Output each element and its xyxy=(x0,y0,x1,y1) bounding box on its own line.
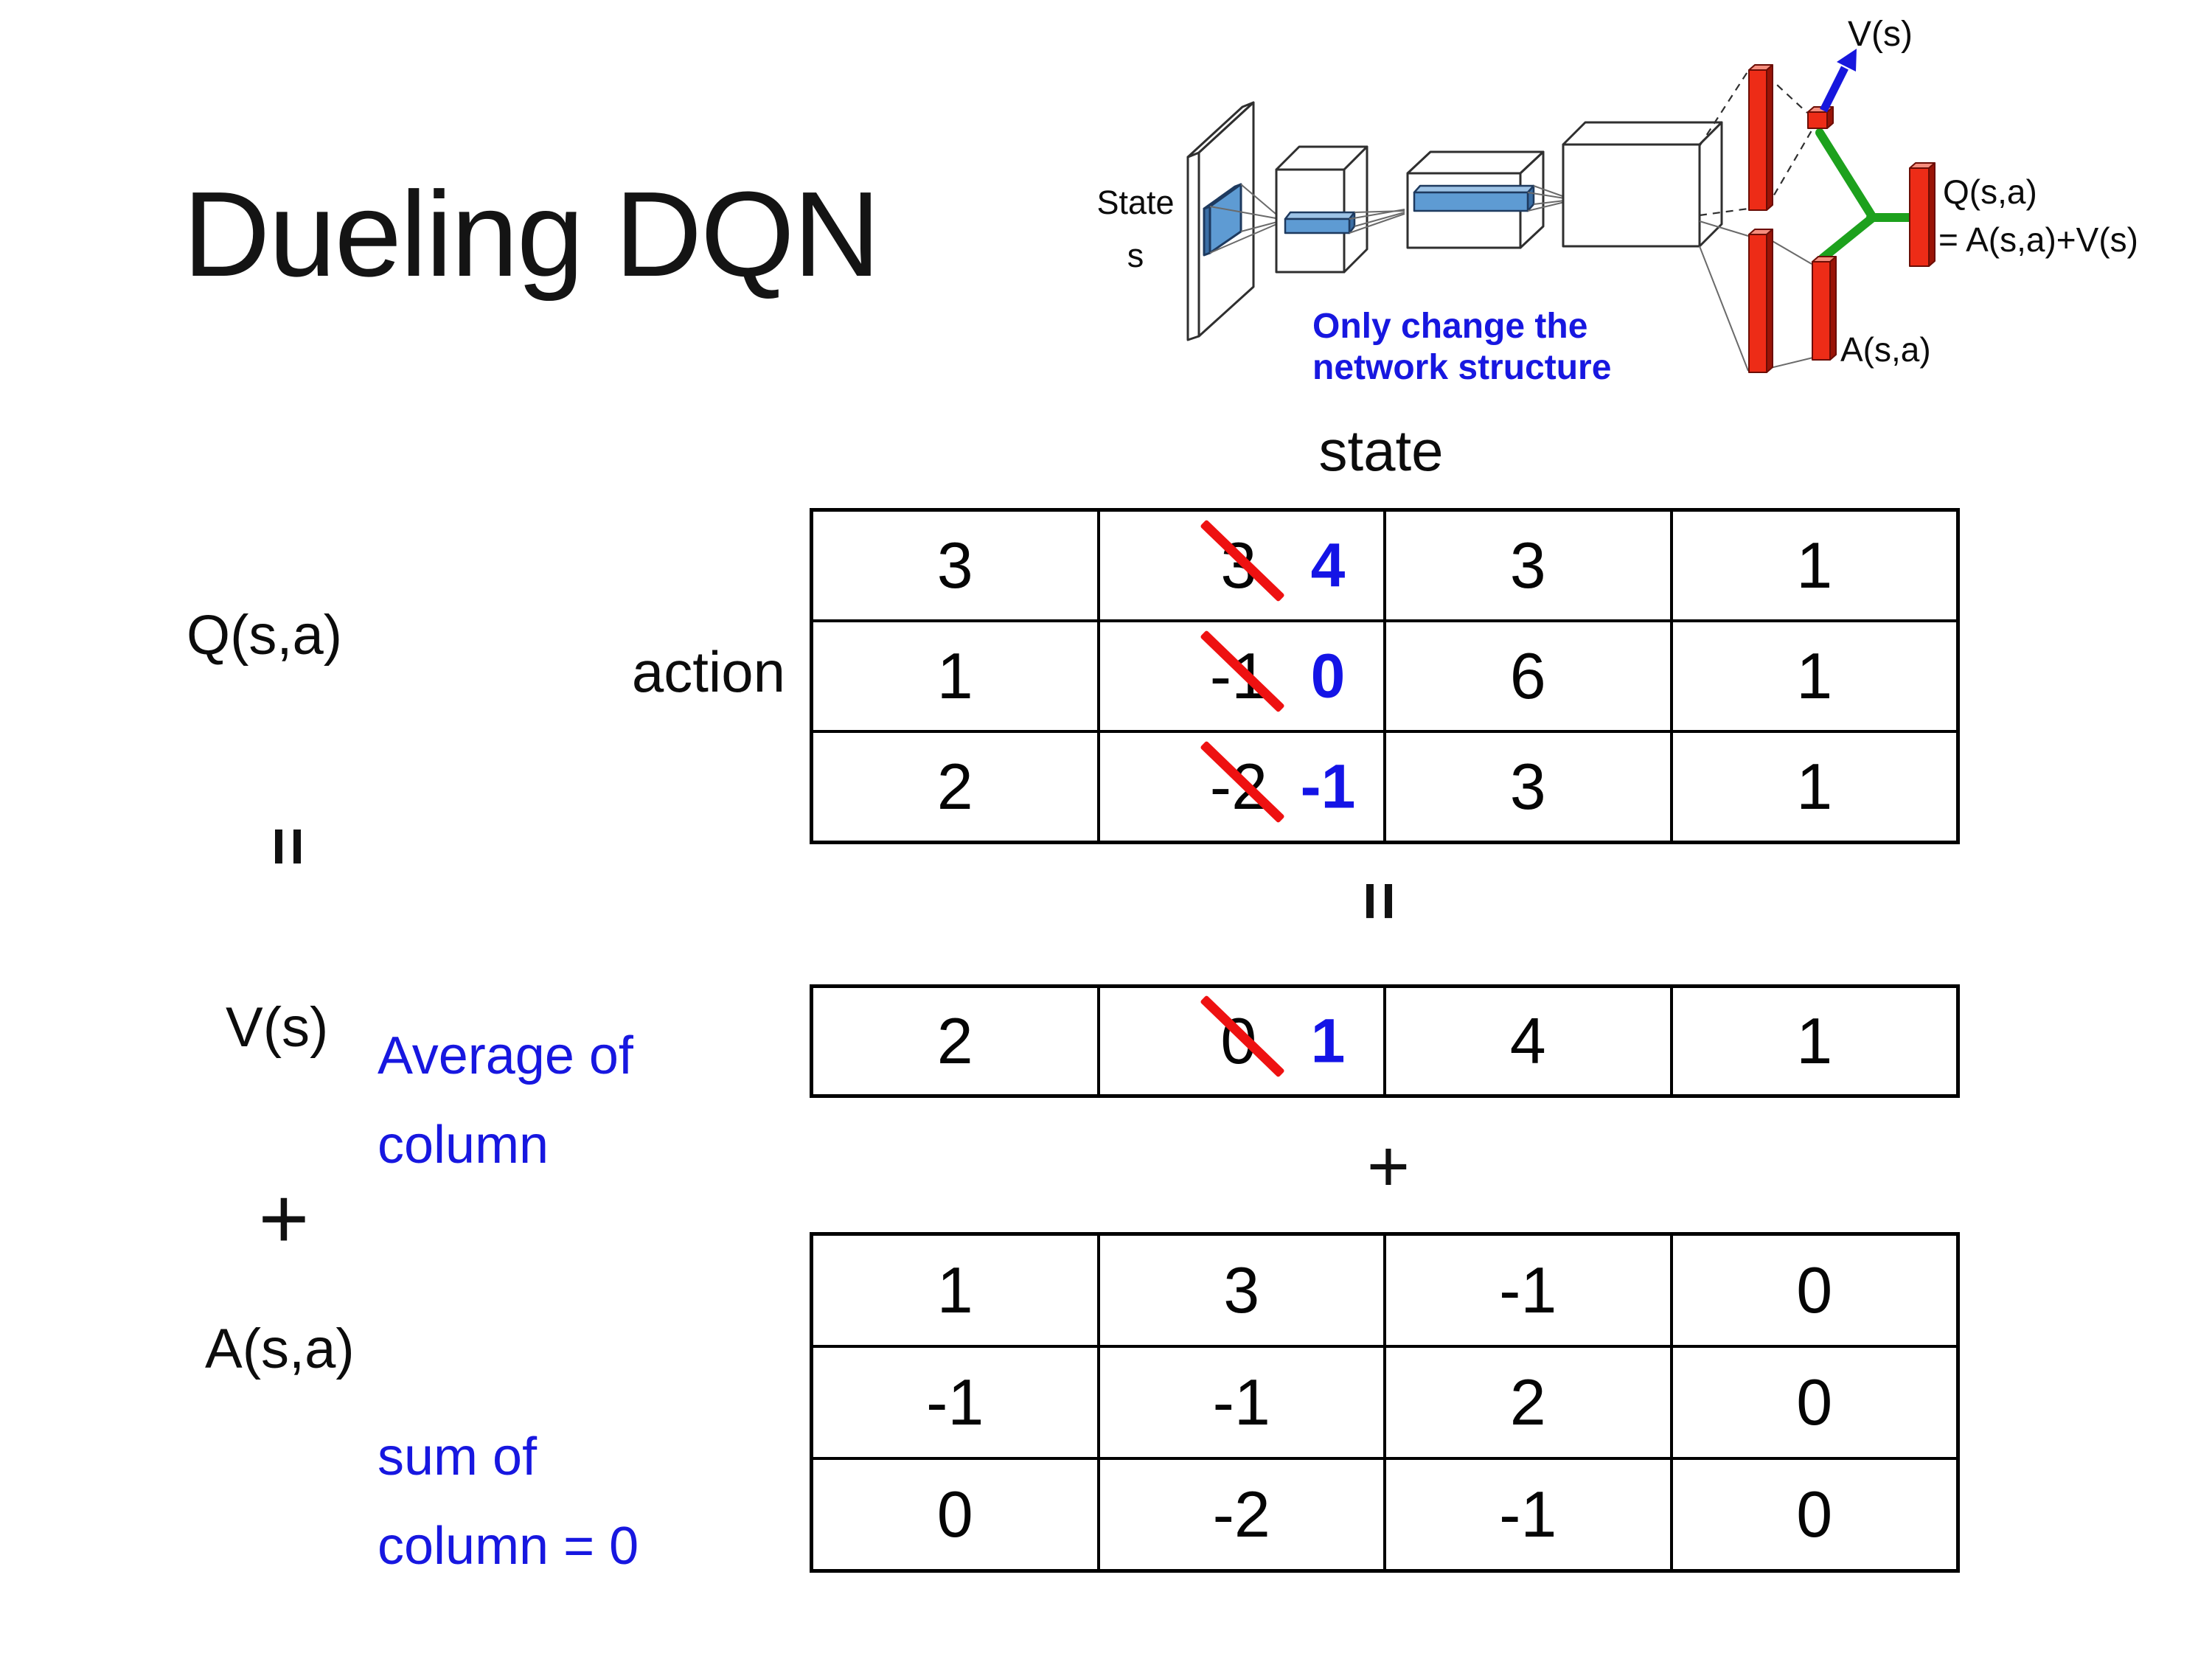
cell-value: 2 xyxy=(936,750,973,823)
cell-value: 6 xyxy=(1509,639,1546,712)
replacement-value: 1 xyxy=(1310,1006,1346,1076)
cell-value: 3 xyxy=(1509,529,1546,602)
table-cell: 1 xyxy=(1672,622,1956,730)
cell-value: 1 xyxy=(1796,750,1833,823)
v-hidden-bar xyxy=(1748,64,1773,211)
replacement-value: 4 xyxy=(1310,530,1346,600)
cell-value: 3 xyxy=(1223,1253,1260,1326)
cell-value: 1 xyxy=(1796,1004,1833,1077)
diagram-q-output-formula: = A(s,a)+V(s) xyxy=(1938,220,2138,259)
feature-bar-2 xyxy=(1413,184,1535,212)
table-cell: -1 xyxy=(1386,1460,1670,1569)
a-vector-bar xyxy=(1812,256,1837,361)
table-cell: 1 xyxy=(1672,512,1956,619)
table-cell: 0 xyxy=(1672,1460,1956,1569)
a-value-table: 1 3 -1 0 -1 -1 2 0 0 -2 -1 0 xyxy=(810,1232,1960,1573)
network-diagram: State s V(s) Q(s,a) = A(s,a)+V(s) A(s,a)… xyxy=(1096,15,2138,387)
table-cell: 1 xyxy=(813,622,1097,730)
table-cell: 1 xyxy=(1672,988,1956,1094)
conv-filter-patch xyxy=(1203,183,1242,257)
cell-value: -1 xyxy=(1499,1253,1557,1326)
fc-box xyxy=(1562,121,1723,248)
table-cell: 0 xyxy=(1672,1236,1956,1345)
table-cell: 2 xyxy=(813,988,1097,1094)
conv-cone-lines-1 xyxy=(1209,184,1281,254)
table-cell: 0 xyxy=(813,1460,1097,1569)
cell-value: 2 xyxy=(936,1004,973,1077)
conv-cone-lines-2 xyxy=(1349,209,1405,234)
table-cell: -2-1 xyxy=(1099,733,1383,841)
combine-branch xyxy=(1815,128,1915,262)
replacement-value: 0 xyxy=(1310,641,1346,711)
state-header: state xyxy=(1318,418,1444,483)
plus-sign-left: + xyxy=(258,1170,310,1267)
cell-value: 4 xyxy=(1509,1004,1546,1077)
equals-sign-left: = xyxy=(251,827,326,866)
v-scalar-box xyxy=(1807,106,1834,129)
table-cell: -2 xyxy=(1099,1460,1383,1569)
cell-value: 3 xyxy=(936,529,973,602)
cell-value: 2 xyxy=(1509,1366,1546,1439)
sum-of-column-note: sum of column = 0 xyxy=(378,1427,639,1576)
cell-value: 1 xyxy=(1796,529,1833,602)
diagram-q-output-label: Q(s,a) xyxy=(1943,173,2037,211)
v-matrix-label: V(s) xyxy=(226,996,329,1059)
table-cell: -1 xyxy=(813,1348,1097,1457)
table-cell: -1 xyxy=(1099,1348,1383,1457)
action-label: action xyxy=(631,639,785,704)
a-matrix-label: A(s,a) xyxy=(205,1318,355,1380)
q-matrix-label: Q(s,a) xyxy=(187,604,343,667)
cell-value: 0 xyxy=(936,1478,973,1551)
table-cell: 1 xyxy=(1672,733,1956,841)
diagram-v-output-label: V(s) xyxy=(1848,15,1913,54)
a-stream-lines xyxy=(1699,220,1817,372)
table-cell: 3 xyxy=(1099,1236,1383,1345)
v-output-arrow xyxy=(1820,49,1857,113)
replacement-value: -1 xyxy=(1300,751,1356,821)
cell-value: 1 xyxy=(1796,639,1833,712)
cell-value: 0 xyxy=(1796,1366,1833,1439)
average-of-column-note: Average of column xyxy=(378,1026,633,1175)
q-output-bar xyxy=(1909,162,1935,267)
table-cell: 6 xyxy=(1386,622,1670,730)
table-cell: 3 xyxy=(813,512,1097,619)
v-stream-dashed-lines xyxy=(1699,70,1815,217)
diagram-a-output-label: A(s,a) xyxy=(1840,330,1931,369)
conv-cone-lines-3 xyxy=(1527,185,1565,212)
cell-value: -1 xyxy=(1499,1478,1557,1551)
table-cell: 4 xyxy=(1386,988,1670,1094)
diagram-state-label: State xyxy=(1096,184,1174,221)
cell-value: -2 xyxy=(1212,1478,1270,1551)
table-cell: 2 xyxy=(813,733,1097,841)
cell-value: 0 xyxy=(1796,1478,1833,1551)
table-cell: 3 xyxy=(1386,512,1670,619)
equals-sign-center: = xyxy=(1342,881,1417,921)
feature-bar-1 xyxy=(1284,211,1356,234)
cell-value: -1 xyxy=(1212,1366,1270,1439)
a-hidden-bar xyxy=(1748,229,1773,373)
table-cell: 0 xyxy=(1672,1348,1956,1457)
cell-value: 1 xyxy=(936,1253,973,1326)
conv-box-1 xyxy=(1275,145,1368,274)
cell-value: 3 xyxy=(1509,750,1546,823)
cell-value: 1 xyxy=(936,639,973,712)
table-cell: 2 xyxy=(1386,1348,1670,1457)
diagram-state-s-label: s xyxy=(1127,237,1144,274)
table-cell: 1 xyxy=(813,1236,1097,1345)
plus-sign-center: + xyxy=(1366,1125,1411,1208)
diagram-note-line1: Only change the xyxy=(1312,307,1587,346)
cell-value: 0 xyxy=(1796,1253,1833,1326)
page-title: Dueling DQN xyxy=(183,167,880,302)
table-cell: 3 xyxy=(1386,733,1670,841)
table-cell: -1 xyxy=(1386,1236,1670,1345)
cell-value: -1 xyxy=(926,1366,984,1439)
diagram-note-line2: network structure xyxy=(1312,348,1611,387)
